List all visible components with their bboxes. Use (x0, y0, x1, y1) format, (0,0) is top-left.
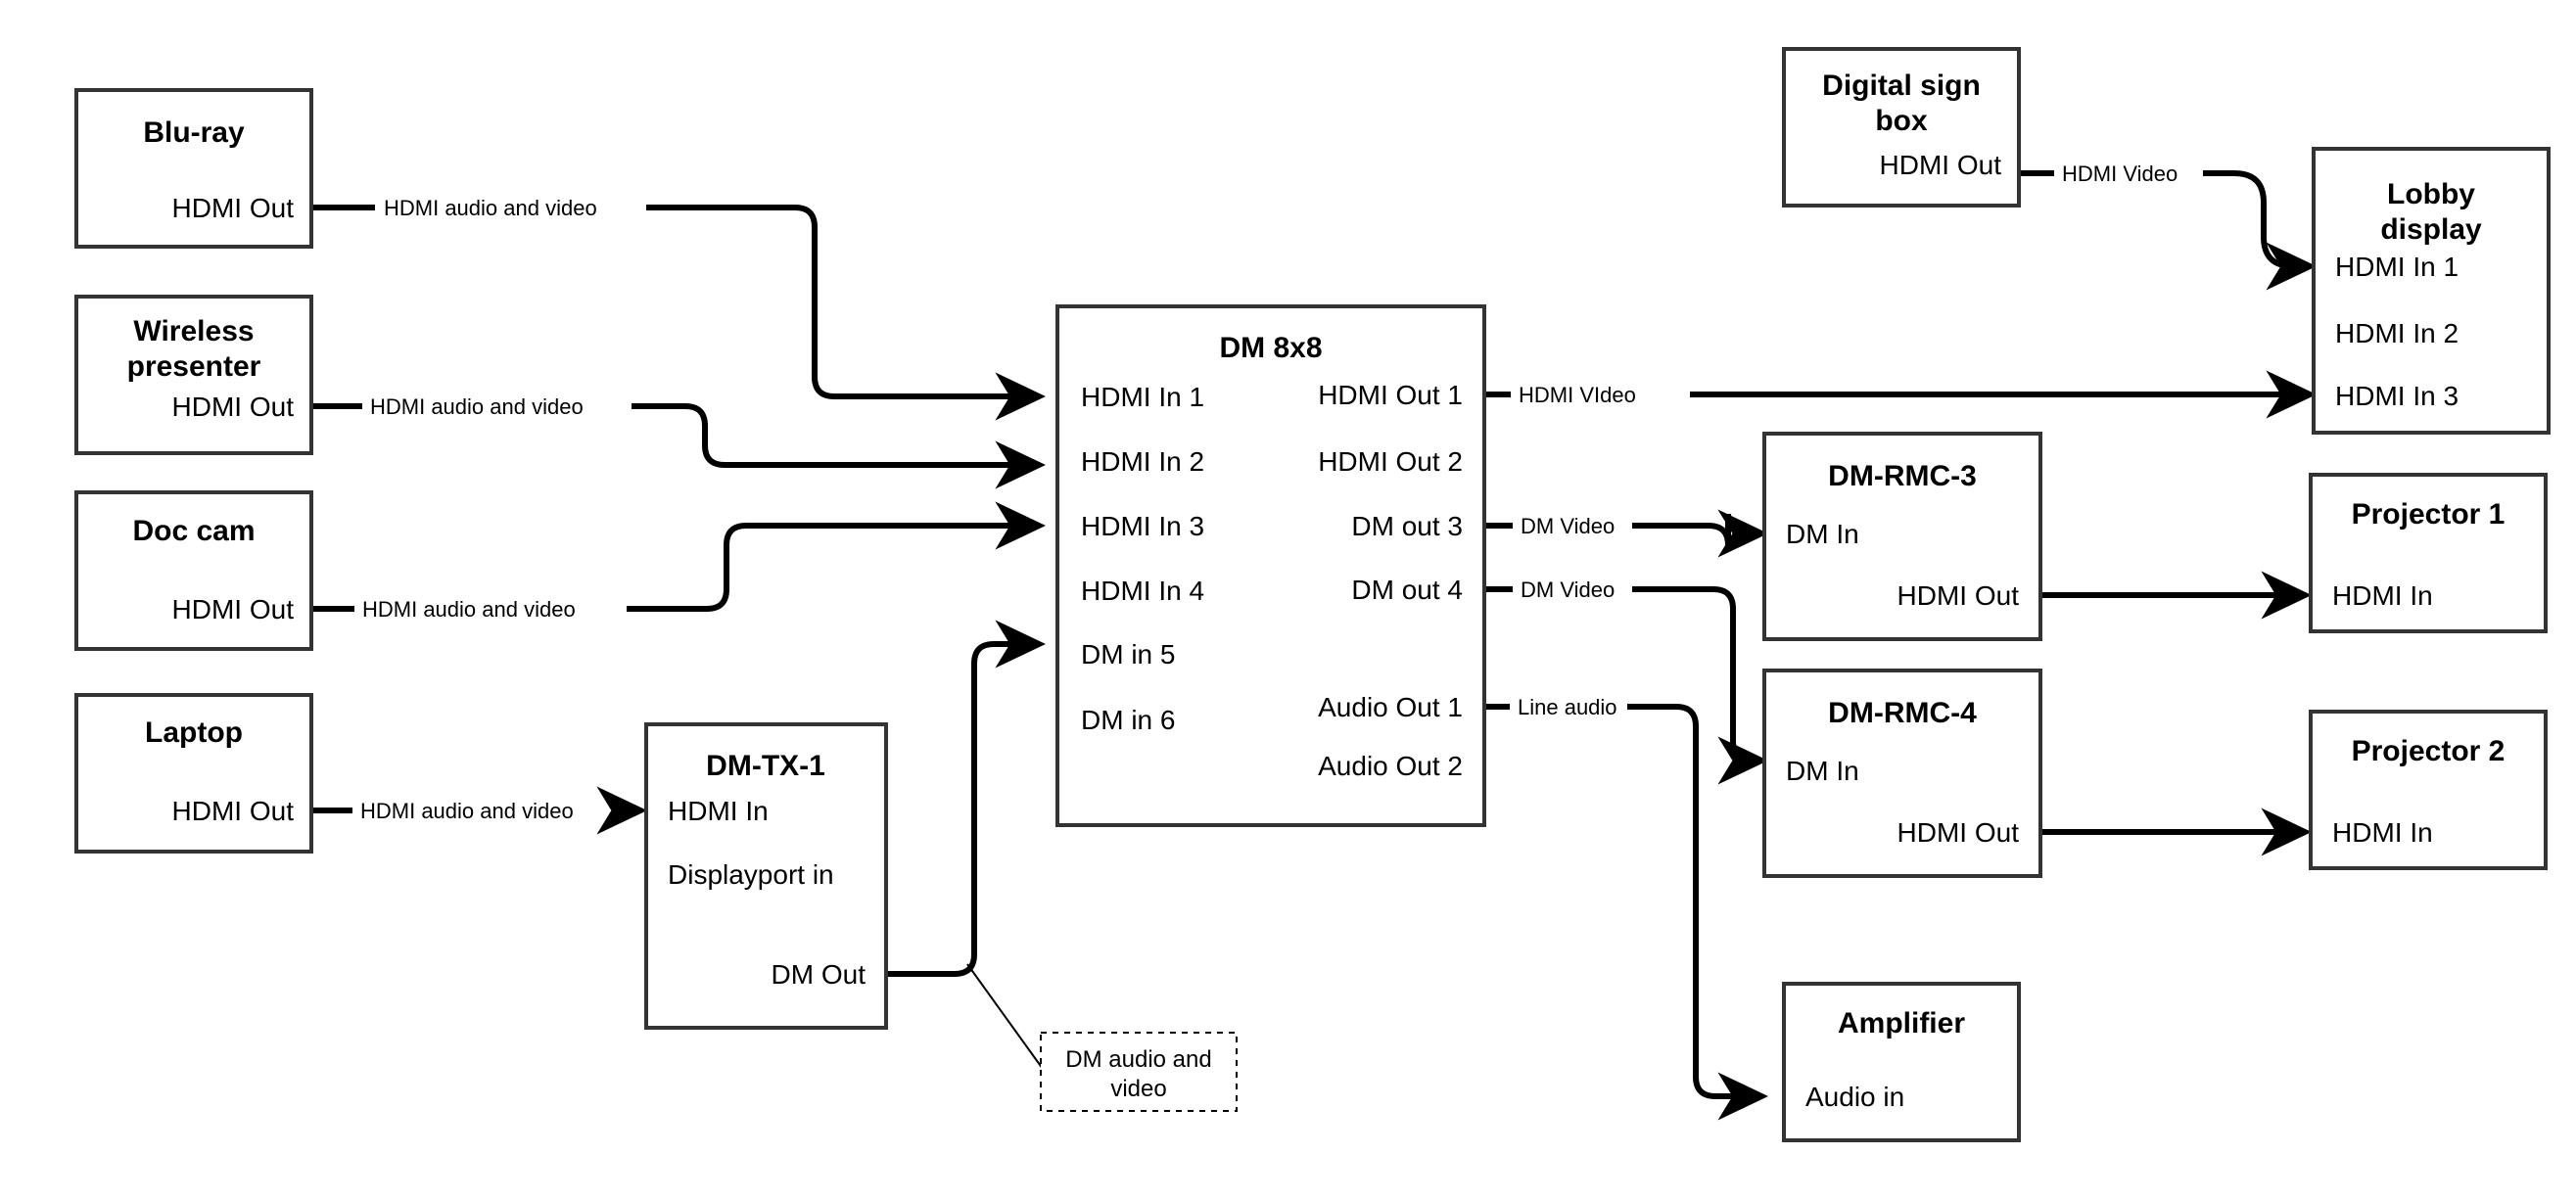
node-dm-tx-1-frame (644, 722, 888, 1030)
node-amplifier-port-audio-in: Audio in (1805, 1082, 1904, 1112)
link-dmtx1-to-dm8x8 (886, 620, 1047, 977)
node-bluray[interactable]: Blu-ray HDMI Out (74, 88, 313, 249)
node-dm-8x8-frame (1055, 304, 1486, 827)
link-dm8x8-to-rmc4: DM Video (1486, 577, 1769, 785)
node-dm-8x8-port-hdmi-out-1: HDMI Out 1 (1318, 380, 1463, 410)
link-label-l1: HDMI audio and video (384, 196, 597, 220)
node-wireless-presenter[interactable]: Wireless presenter HDMI Out (74, 295, 313, 455)
node-dm-rmc-4-port-dm-in: DM In (1786, 756, 1859, 786)
link-label-l8: DM Video (1521, 514, 1615, 538)
node-dm-rmc-4-frame (1762, 669, 2042, 878)
link-label-l2: HDMI audio and video (370, 394, 584, 419)
node-lobby-display-port-hdmi-in-1: HDMI In 1 (2335, 252, 2459, 282)
node-projector-1-frame (2309, 473, 2548, 633)
node-doc-cam-port-hdmi-out: HDMI Out (172, 594, 295, 624)
node-dm-rmc-3-frame (1762, 432, 2042, 641)
link-label-l3: HDMI audio and video (362, 597, 576, 622)
node-dm-8x8-port-hdmi-in-4: HDMI In 4 (1081, 576, 1204, 606)
link-label-l6: HDMI VIdeo (1519, 383, 1636, 407)
node-dm-8x8-port-audio-out-1: Audio Out 1 (1318, 692, 1463, 722)
node-wireless-presenter-title-line1: Wireless (133, 315, 254, 347)
node-dm-8x8-port-dm-out-3: DM out 3 (1351, 511, 1463, 541)
node-digital-sign-box-title-line1: Digital sign (1822, 69, 1981, 102)
node-bluray-port-hdmi-out: HDMI Out (172, 193, 295, 223)
link-label-l10: Line audio (1518, 695, 1617, 719)
node-dm-rmc-3[interactable]: DM-RMC-3 DM In HDMI Out (1762, 432, 2042, 641)
node-digital-sign-box-title-line2: box (1875, 105, 1928, 137)
node-dm-rmc-3-title: DM-RMC-3 (1828, 460, 1977, 492)
node-laptop-title: Laptop (145, 716, 243, 749)
node-lobby-display[interactable]: Lobby display HDMI In 1 HDMI In 2 HDMI I… (2312, 147, 2551, 435)
node-wireless-presenter-port-hdmi-out: HDMI Out (172, 392, 295, 422)
node-dm-8x8[interactable]: DM 8x8 HDMI In 1 HDMI In 2 HDMI In 3 HDM… (1055, 304, 1486, 827)
node-dm-rmc-4[interactable]: DM-RMC-4 DM In HDMI Out (1762, 669, 2042, 878)
node-digital-sign-box-port-hdmi-out: HDMI Out (1880, 150, 2002, 180)
node-amplifier-frame (1782, 982, 2021, 1142)
node-dm-8x8-port-hdmi-out-2: HDMI Out 2 (1318, 446, 1463, 477)
node-projector-1-port-hdmi-in: HDMI In (2332, 580, 2433, 611)
link-doccam-to-dm8x8: HDMI audio and video (311, 501, 1047, 622)
node-dm-8x8-port-hdmi-in-2: HDMI In 2 (1081, 446, 1204, 477)
node-projector-2-title: Projector 2 (2352, 735, 2506, 767)
node-dm-rmc-3-port-dm-in: DM In (1786, 519, 1859, 549)
node-lobby-display-port-hdmi-in-2: HDMI In 2 (2335, 318, 2459, 348)
node-dm-8x8-title: DM 8x8 (1219, 332, 1322, 364)
node-dm-8x8-port-audio-out-2: Audio Out 2 (1318, 751, 1463, 781)
node-bluray-frame (74, 88, 313, 249)
link-wireless-to-dm8x8: HDMI audio and video (311, 394, 1047, 489)
link-label-l4: HDMI audio and video (360, 799, 574, 823)
node-dm-8x8-port-dm-out-4: DM out 4 (1351, 575, 1463, 605)
link-dm8x8-to-rmc3: DM Video (1486, 509, 1769, 558)
node-laptop-frame (74, 693, 313, 854)
node-dm-tx-1-title: DM-TX-1 (706, 750, 825, 782)
node-digital-sign-box[interactable]: Digital sign box HDMI Out (1782, 47, 2021, 208)
node-laptop[interactable]: Laptop HDMI Out (74, 693, 313, 854)
note-leader-line (966, 963, 1044, 1070)
note-dm-audio-and-video-frame (1040, 1032, 1238, 1112)
node-dm-8x8-port-hdmi-in-3: HDMI In 3 (1081, 511, 1204, 541)
node-dm-tx-1-port-hdmi-in: HDMI In (668, 796, 769, 826)
node-dm-rmc-3-port-hdmi-out: HDMI Out (1897, 580, 2020, 611)
node-lobby-display-title-line2: display (2380, 213, 2482, 246)
node-dm-8x8-port-hdmi-in-1: HDMI In 1 (1081, 382, 1204, 412)
node-amplifier-title: Amplifier (1838, 1007, 1965, 1039)
link-dm8x8-to-amplifier: Line audio (1486, 695, 1769, 1121)
link-bluray-to-dm8x8: HDMI audio and video (311, 196, 1047, 421)
node-bluray-title: Blu-ray (143, 116, 245, 149)
node-lobby-display-frame (2312, 147, 2551, 435)
node-projector-1[interactable]: Projector 1 HDMI In (2309, 473, 2548, 633)
node-laptop-port-hdmi-out: HDMI Out (172, 796, 295, 826)
link-dm8x8-to-lobby: HDMI VIdeo (1486, 370, 2318, 419)
node-wireless-presenter-title-line2: presenter (127, 350, 261, 383)
node-digital-sign-box-frame (1782, 47, 2021, 208)
node-dm-8x8-port-dm-in-6: DM in 6 (1081, 705, 1175, 735)
node-projector-2-frame (2309, 710, 2548, 870)
node-projector-2[interactable]: Projector 2 HDMI In (2309, 710, 2548, 870)
node-doc-cam-title: Doc cam (132, 515, 255, 547)
node-doc-cam[interactable]: Doc cam HDMI Out (74, 490, 313, 651)
node-amplifier[interactable]: Amplifier Audio in (1782, 982, 2021, 1142)
node-dm-rmc-4-port-hdmi-out: HDMI Out (1897, 817, 2020, 848)
note-dm-audio-and-video-line1: DM audio and (1065, 1046, 1211, 1073)
note-dm-audio-and-video-line2: video (1110, 1076, 1166, 1102)
note-dm-audio-and-video: DM audio and video (1040, 1032, 1238, 1112)
node-wireless-presenter-frame (74, 295, 313, 455)
node-projector-1-title: Projector 1 (2352, 498, 2506, 531)
node-dm-8x8-port-dm-in-5: DM in 5 (1081, 639, 1175, 670)
link-label-l7: HDMI Video (2062, 162, 2178, 186)
node-lobby-display-title-line1: Lobby (2387, 178, 2475, 210)
node-lobby-display-port-hdmi-in-3: HDMI In 3 (2335, 381, 2459, 411)
link-signbox-to-lobby: HDMI Video (2017, 162, 2318, 291)
node-dm-tx-1[interactable]: DM-TX-1 HDMI In Displayport in DM Out (644, 722, 888, 1030)
link-label-l9: DM Video (1521, 577, 1615, 602)
node-projector-2-port-hdmi-in: HDMI In (2332, 817, 2433, 848)
node-dm-tx-1-port-displayport-in: Displayport in (668, 859, 834, 890)
link-laptop-to-dmtx1: HDMI audio and video (311, 786, 648, 835)
node-dm-tx-1-port-dm-out: DM Out (772, 959, 866, 990)
node-doc-cam-frame (74, 490, 313, 651)
node-dm-rmc-4-title: DM-RMC-4 (1828, 697, 1977, 729)
